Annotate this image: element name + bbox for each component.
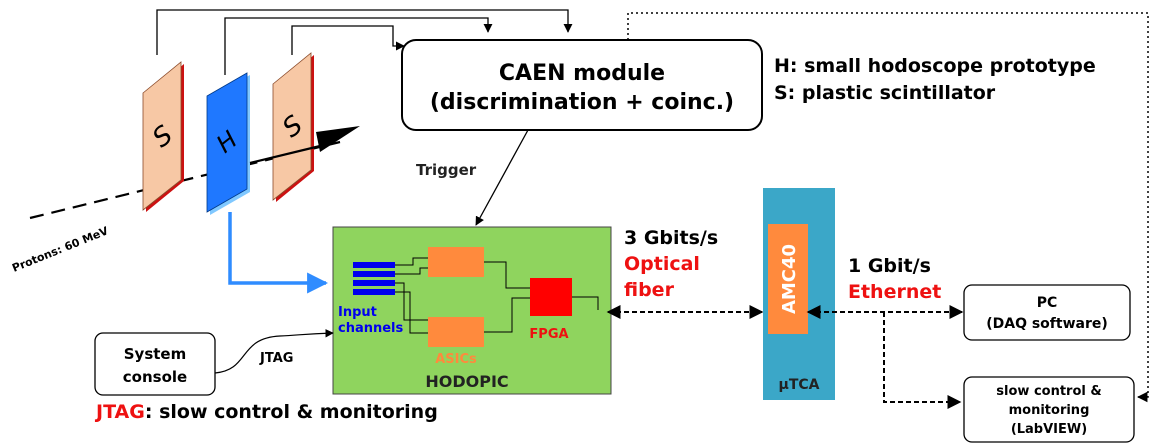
hodopic-name: HODOPIC <box>425 372 508 391</box>
caen-title: CAEN module <box>499 61 665 86</box>
jtag-link-label: JTAG <box>259 351 293 366</box>
ethernet-branch <box>883 312 962 409</box>
input-channels-block <box>353 262 395 295</box>
utca-crate: AMC40 μTCA <box>763 188 835 400</box>
caen-subtitle: (discrimination + coinc.) <box>430 90 734 115</box>
asic-bottom <box>428 317 484 347</box>
slow-label-2: monitoring <box>1009 403 1090 418</box>
scintillator-signal-wires <box>156 9 573 75</box>
caen-module: CAEN module (discrimination + coinc.) <box>401 39 763 131</box>
trigger-label: Trigger <box>416 161 477 179</box>
fpga-label: FPGA <box>529 327 568 342</box>
console-label-2: console <box>123 368 187 386</box>
board-wiring <box>395 257 599 334</box>
slow-label-3: (LabVIEW) <box>1011 422 1087 437</box>
footer-rest: : slow control & monitoring <box>145 401 438 423</box>
slow-control-box: slow control & monitoring (LabVIEW) <box>963 376 1135 443</box>
fpga-chip <box>530 278 572 316</box>
ethernet-rate: 1 Gbit/s <box>848 255 931 277</box>
caen-monitoring-link <box>627 12 1149 403</box>
scintillator-s-front: S <box>142 61 184 212</box>
hodoscope-h: H <box>206 72 250 215</box>
legend-h: H: small hodoscope prototype <box>774 55 1096 77</box>
slow-label-1: slow control & <box>996 384 1101 399</box>
system-console-box: System console <box>94 332 216 396</box>
optical-label-2: fiber <box>624 279 675 301</box>
legend-s: S: plastic scintillator <box>774 82 996 104</box>
input-channels-label-1: Input <box>338 305 377 320</box>
pc-label-1: PC <box>1037 295 1058 311</box>
optical-rate: 3 Gbits/s <box>624 227 718 249</box>
ethernet-label: Ethernet <box>848 281 941 303</box>
pc-box: PC (DAQ software) <box>963 284 1131 341</box>
footer-note: JTAG: slow control & monitoring <box>94 401 438 423</box>
amc40-label: AMC40 <box>779 244 800 314</box>
hodoscope-cable <box>228 212 329 294</box>
input-channels-label-2: channels <box>338 321 404 336</box>
optical-label-1: Optical <box>624 253 700 275</box>
asics-label: ASICs <box>435 352 477 367</box>
footer-jtag: JTAG <box>94 401 145 423</box>
asic-top <box>428 247 484 277</box>
hodopic-board: Input channels ASICs FPGA HODOPIC <box>332 226 612 395</box>
beam-label: Protons: 60 MeV <box>10 224 110 275</box>
utca-label: μTCA <box>779 377 820 393</box>
jtag-cable <box>214 329 334 374</box>
pc-label-2: (DAQ software) <box>986 316 1108 332</box>
amc40-card <box>768 224 808 334</box>
trigger-line <box>475 129 529 226</box>
console-label-1: System <box>124 345 186 363</box>
scintillator-s-back: S <box>272 52 314 202</box>
